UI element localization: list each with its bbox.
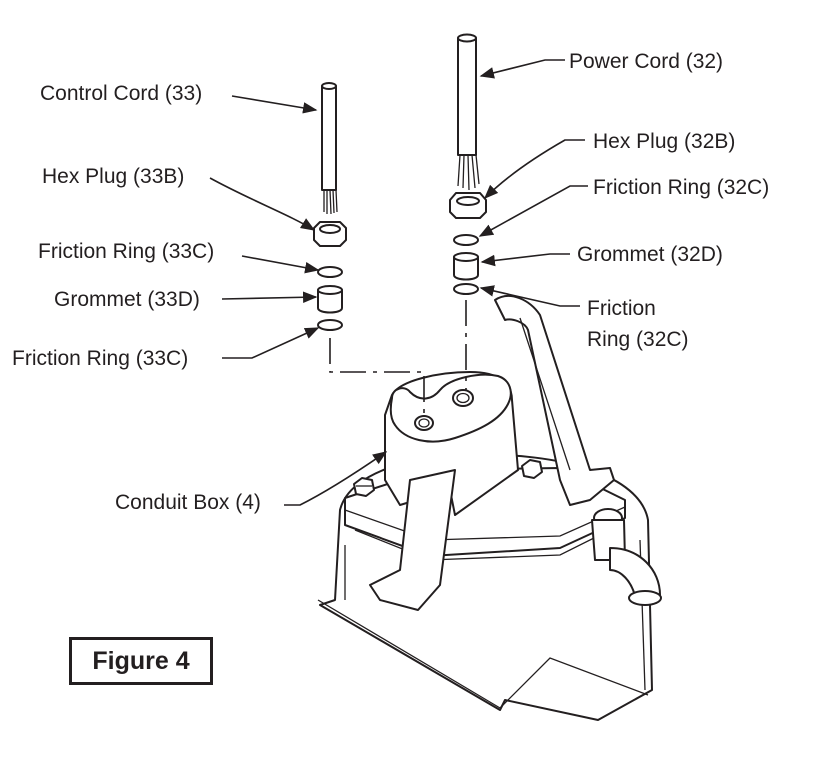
lifting-handle — [494, 295, 615, 506]
bolt-right — [521, 459, 543, 479]
label-friction-ring-32c-top: Friction Ring (32C) — [593, 176, 769, 199]
hex-plug-32b — [449, 192, 487, 219]
friction-ring-32c-bottom — [453, 283, 479, 295]
grommet-33d — [317, 285, 343, 314]
label-friction-ring-32c-bottom-line2: Ring (32C) — [587, 328, 689, 351]
control-cord — [321, 82, 338, 215]
friction-ring-32c-top — [453, 234, 479, 246]
friction-ring-33c-top — [317, 266, 343, 278]
leader-lines — [209, 59, 588, 506]
conduit-box — [369, 371, 519, 611]
conduit-hole-left — [414, 415, 434, 431]
grommet-32d — [453, 252, 479, 281]
label-conduit-box: Conduit Box (4) — [115, 491, 261, 514]
discharge-fitting — [591, 508, 662, 606]
power-cord-assembly — [449, 33, 487, 390]
label-friction-ring-32c-bottom-line1: Friction — [587, 297, 656, 320]
figure-caption-box: Figure 4 — [69, 637, 213, 685]
label-friction-ring-33c-top: Friction Ring (33C) — [38, 240, 214, 263]
label-control-cord: Control Cord (33) — [40, 82, 202, 105]
control-cord-assembly — [313, 82, 425, 416]
label-grommet-32d: Grommet (32D) — [577, 243, 723, 266]
hex-plug-33b — [313, 221, 347, 247]
label-hex-plug-33b: Hex Plug (33B) — [42, 165, 184, 188]
label-power-cord: Power Cord (32) — [569, 50, 723, 73]
friction-ring-33c-bottom — [317, 319, 343, 331]
figure-caption: Figure 4 — [92, 646, 190, 675]
label-friction-ring-33c-bottom: Friction Ring (33C) — [12, 347, 188, 370]
label-hex-plug-32b: Hex Plug (32B) — [593, 130, 735, 153]
labels: Control Cord (33) Hex Plug (33B) Frictio… — [12, 50, 769, 514]
conduit-hole-right — [452, 389, 474, 407]
power-cord — [457, 33, 480, 191]
bolt-left — [353, 477, 375, 497]
label-grommet-33d: Grommet (33D) — [54, 288, 200, 311]
